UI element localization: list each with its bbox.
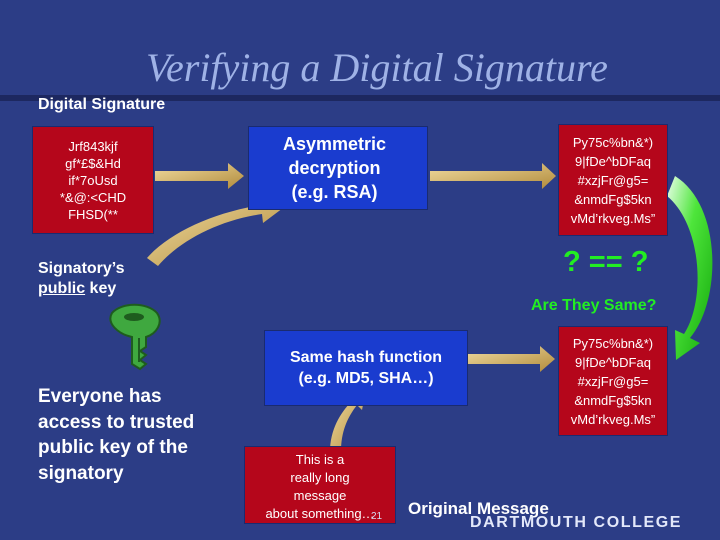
arrow-hash-to-computed [468,346,555,372]
public-key-label-underlined: public [38,280,86,297]
curved-arrow-icon [147,196,283,266]
hash-function-box: Same hash function (e.g. MD5, SHA…) [264,330,468,406]
trusted-key-note: Everyone has access to trusted public ke… [38,386,195,484]
public-key-label: Signatory’s public key [38,259,125,299]
signature-box: Jrf843kjf gf*£$&Hd if*7oUsd *&@:<CHD FHS… [32,126,154,234]
original-message-label: Original Message [408,499,549,518]
page-number: 21 [371,511,383,522]
footer-logo: DARTMOUTH COLLEGE [470,514,683,531]
public-key-label-prefix: Signatory’s [38,260,125,277]
compare-label: ? == ? [563,246,649,278]
slide-title: Verifying a Digital Signature [146,45,608,90]
are-they-same-label: Are They Same? [531,297,657,314]
arrow-message-to-hash [330,390,366,452]
digital-signature-label: Digital Signature [38,96,166,113]
computed-hash-box: Py75c%bn&*) 9|fDe^bDFaq #xzjFr@g5= &nmdF… [558,326,668,436]
original-message-box: This is a really long message about some… [244,446,396,524]
asymmetric-decryption-box: Asymmetric decryption (e.g. RSA) [248,126,428,210]
public-key-label-suffix: key [85,280,117,297]
key-icon [109,303,161,371]
arrow-decrypt-to-hash [430,163,556,189]
title-divider [0,95,720,101]
big-arrow-icon [667,176,713,360]
arrow-signature-to-decrypt [155,163,244,189]
decrypted-hash-box: Py75c%bn&*) 9|fDe^bDFaq #xzjFr@g5= &nmdF… [558,124,668,236]
